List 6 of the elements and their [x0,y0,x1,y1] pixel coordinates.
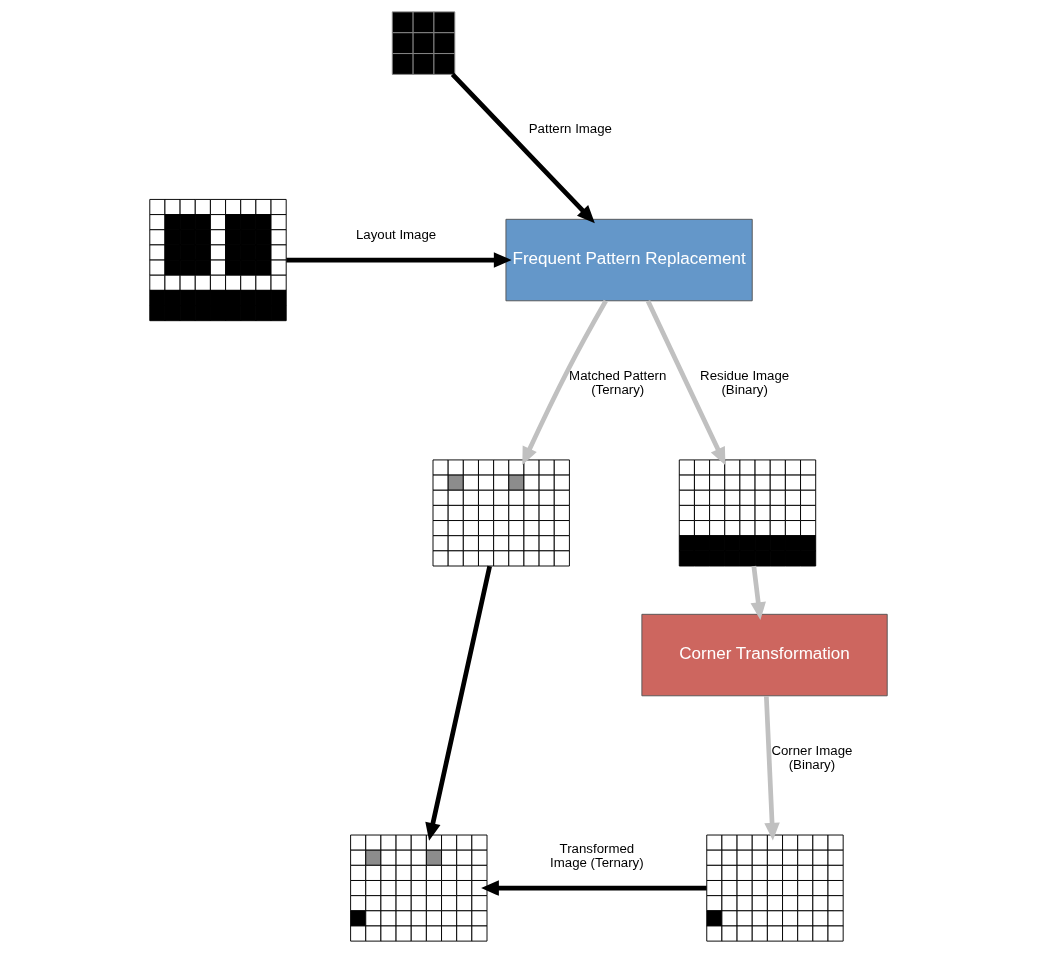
edge-label: Pattern Image [528,121,612,137]
edge-label: Matched Pattern (Ternary) [569,367,667,397]
edge-label: Corner Image (Binary) [771,742,853,772]
edge-label: Transformed Image (Ternary) [550,841,644,871]
edge-label: Layout Image [355,227,437,243]
edge-label: Residue Image (Binary) [700,367,790,397]
